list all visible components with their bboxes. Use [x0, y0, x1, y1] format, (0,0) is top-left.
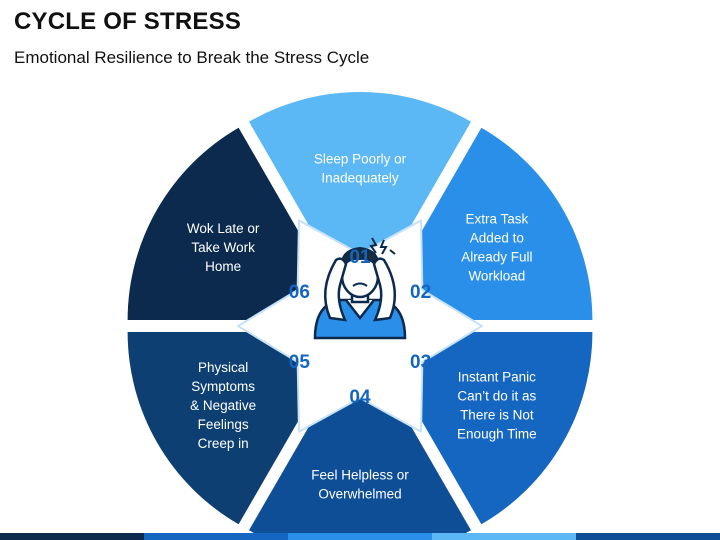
segment-label-line: Symptoms [191, 379, 255, 394]
segment-label-line: Feel Helpless or [311, 468, 409, 483]
page-title: CYCLE OF STRESS [14, 8, 242, 35]
bottom-bar-block [288, 533, 432, 540]
cycle-segment-05 [127, 332, 350, 525]
segment-number-03: 03 [410, 352, 431, 373]
segment-label-line: Wok Late or [187, 221, 260, 236]
segment-number-05: 05 [289, 352, 311, 373]
segment-label-01: Sleep Poorly or Inadequately [314, 152, 407, 186]
segment-number-06: 06 [289, 282, 310, 303]
segment-label-line: Workload [468, 269, 525, 284]
segment-number-01: 01 [349, 247, 371, 268]
bottom-bar-block [144, 533, 288, 540]
segment-label-line: Feelings [198, 417, 249, 432]
cycle-segment-01 [249, 91, 471, 314]
segment-number-04: 04 [349, 387, 371, 408]
segment-label-line: Home [205, 259, 241, 274]
bottom-bar-block [432, 533, 576, 540]
stressed-person-icon [313, 237, 407, 340]
segment-label-line: Can’t do it as [457, 389, 536, 404]
segment-label-line: Overwhelmed [318, 487, 401, 502]
bottom-bar-block [0, 533, 144, 540]
segment-label-line: Enough Time [457, 427, 537, 442]
cycle-segment-04 [249, 338, 471, 540]
cycle-segment-06 [127, 127, 350, 320]
segment-label-line: Already Full [461, 250, 532, 265]
segment-number-02: 02 [410, 282, 431, 303]
cycle-segment-02 [370, 127, 593, 320]
cycle-segment-03 [370, 332, 593, 525]
segment-label-line: There is Not [460, 408, 534, 423]
bottom-bar-block [576, 533, 720, 540]
bottom-color-bar [0, 533, 720, 540]
segment-label-line: & Negative [190, 398, 256, 413]
segment-label-line: Added to [470, 231, 524, 246]
segment-label-line: Take Work [191, 240, 255, 255]
segment-label-line: Physical [198, 360, 248, 375]
segment-label-line: Sleep Poorly or [314, 152, 407, 167]
segment-label-line: Inadequately [321, 171, 399, 186]
segment-label-04: Feel Helpless or Overwhelmed [311, 468, 409, 502]
segment-label-line: Creep in [198, 436, 249, 451]
segment-label-line: Extra Task [465, 212, 528, 227]
segment-label-line: Instant Panic [458, 370, 536, 385]
page-subtitle: Emotional Resilience to Break the Stress… [14, 48, 370, 67]
